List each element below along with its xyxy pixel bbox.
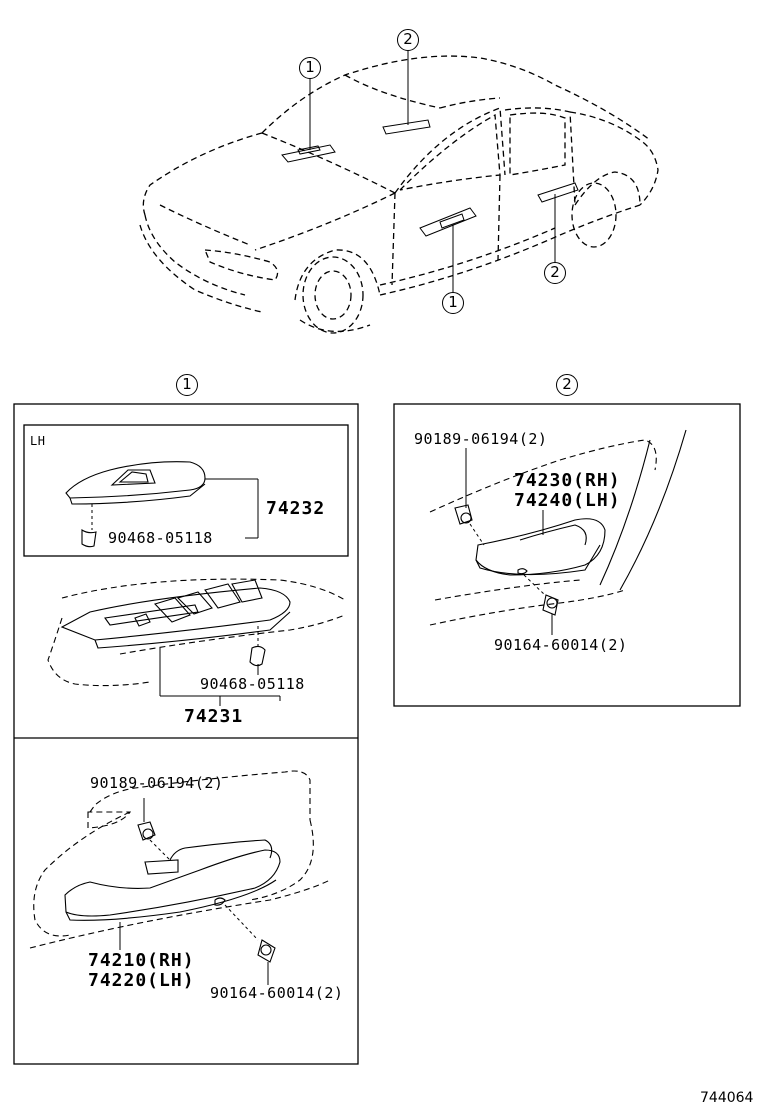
lh-box-label: LH xyxy=(30,434,46,448)
lh-clip-part: 90468-05118 xyxy=(108,529,213,547)
part-74230-rh: 74230(RH) xyxy=(514,470,621,491)
callout-1-car-top: 1 xyxy=(299,57,321,79)
part-74210-rh: 74210(RH) xyxy=(88,950,195,971)
section2-armrest xyxy=(429,429,687,626)
section2-frame xyxy=(393,403,741,707)
car-leaders xyxy=(309,50,556,292)
lh-inset-frame xyxy=(23,424,349,557)
sec2-screw-part: 90164-60014(2) xyxy=(494,636,628,654)
lower-armrest xyxy=(29,770,331,963)
lh-switch xyxy=(65,461,206,548)
part-74240-lh: 74240(LH) xyxy=(514,490,621,511)
callout-2-car-door: 2 xyxy=(544,262,566,284)
part-74232: 74232 xyxy=(266,498,326,519)
car-switches xyxy=(281,119,579,237)
callout-1-car-door: 1 xyxy=(442,292,464,314)
section1-frame xyxy=(13,403,359,1065)
part-74220-lh: 74220(LH) xyxy=(88,970,195,991)
lower-bolt-part: 90189-06194(2) xyxy=(90,774,224,792)
callout-1-section-header: 1 xyxy=(176,374,198,396)
lower-screw-part: 90164-60014(2) xyxy=(210,984,344,1002)
car-outline xyxy=(139,55,659,334)
callout-2-section-header: 2 xyxy=(556,374,578,396)
sec2-bolt-part: 90189-06194(2) xyxy=(414,430,548,448)
rh-clip-part: 90468-05118 xyxy=(200,675,305,693)
figure-id: 744064 xyxy=(700,1090,754,1106)
callout-2-car-top: 2 xyxy=(397,29,419,51)
part-74231: 74231 xyxy=(184,706,244,727)
rh-switch-panel xyxy=(47,578,346,687)
